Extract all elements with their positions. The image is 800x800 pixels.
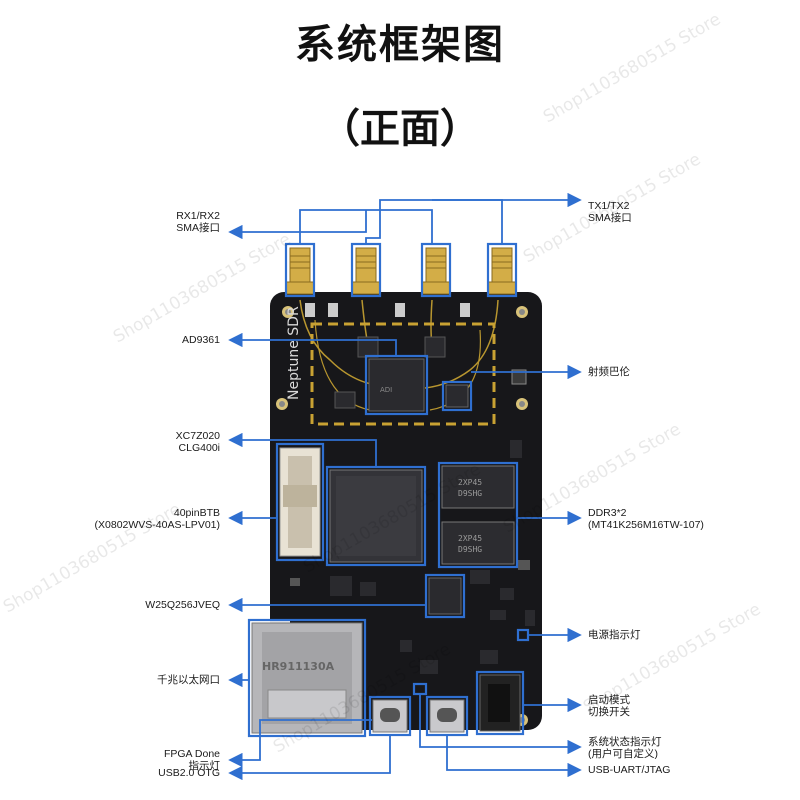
label-balun: 射频巴伦	[588, 366, 630, 378]
ddr-chips: 2XP45 D9SHG 2XP45 D9SHG	[441, 465, 515, 565]
board-silkscreen: Neptune SDR	[286, 306, 302, 400]
svg-text:HR911130A: HR911130A	[262, 660, 335, 673]
leader-lines	[228, 192, 582, 781]
label-status-led: 系统状态指示灯(用户可自定义)	[588, 736, 662, 760]
usb-c-ports	[372, 699, 465, 733]
diagram-title: 系统框架图	[295, 22, 505, 68]
ad9361-chip: ADI	[368, 358, 425, 412]
label-usb-otg: USB2.0 OTG	[158, 767, 220, 779]
label-boot-switch: 启动模式切换开关	[588, 694, 630, 718]
label-ad9361: AD9361	[182, 334, 220, 346]
ethernet-jack: HR911130A	[251, 622, 363, 734]
label-flash: W25Q256JVEQ	[145, 599, 220, 611]
svg-text:ADI: ADI	[380, 386, 392, 394]
fpga-chip	[329, 469, 423, 563]
boot-switch	[479, 674, 521, 732]
sma-threads	[290, 255, 512, 269]
svg-text:2XP45: 2XP45	[458, 534, 482, 543]
sma-connectors	[285, 247, 517, 295]
label-btb: 40pinBTB(X0802WVS-40AS-LPV01)	[94, 507, 220, 531]
label-ddr: DDR3*2(MT41K256M16TW-107)	[588, 507, 704, 531]
svg-text:D9SHG: D9SHG	[458, 489, 482, 498]
label-ethernet: 千兆以太网口	[157, 674, 220, 686]
balun-chip	[445, 384, 469, 408]
svg-text:2XP45: 2XP45	[458, 478, 482, 487]
svg-text:D9SHG: D9SHG	[458, 545, 482, 554]
label-power-led: 电源指示灯	[588, 629, 641, 641]
flash-chip	[428, 577, 462, 615]
btb-connector	[279, 447, 321, 557]
label-usb-uart: USB-UART/JTAG	[588, 764, 671, 776]
diagram-subtitle: （正面）	[320, 106, 480, 152]
